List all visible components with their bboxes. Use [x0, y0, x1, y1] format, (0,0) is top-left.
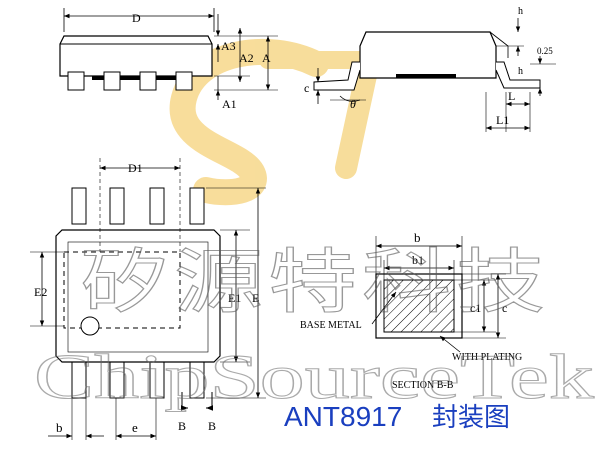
top-view-upper-leads — [71, 187, 205, 225]
dim-D1-label: D1 — [128, 161, 143, 175]
caption-suffix: 封装图 — [432, 403, 510, 433]
side-view-leads — [67, 71, 193, 91]
dim-E-label: E — [252, 291, 259, 305]
section-b1-label: b1 — [412, 253, 424, 267]
side-view-profile — [313, 18, 556, 132]
dim-L-label: L — [508, 89, 515, 103]
section-c1-label: c1 — [470, 301, 481, 315]
dim-b-label: b — [56, 420, 63, 435]
section-title: SECTION B-B — [392, 380, 454, 391]
section-bb — [371, 236, 506, 353]
with-plating-label: WITH PLATING — [452, 352, 522, 363]
section-marker-right: B — [208, 419, 216, 433]
dim-L1-label: L1 — [496, 113, 509, 127]
dim-A3-label: A3 — [221, 39, 236, 53]
watermark-latin: ChipSourceTek — [34, 341, 594, 412]
side-view-front — [59, 8, 278, 100]
dim-A2-label: A2 — [239, 51, 254, 65]
dim-E1-label: E1 — [228, 291, 241, 305]
dim-e-label: e — [132, 420, 138, 435]
section-marker-left: B — [178, 419, 186, 433]
dim-A-label: A — [262, 51, 271, 65]
dim-h-lower-label: h — [518, 66, 523, 77]
dim-h-upper-label: h — [518, 6, 523, 17]
dim-025-label: 0.25 — [537, 46, 553, 56]
watermark-chinese: 矽源特科技 — [80, 241, 550, 323]
dim-theta-label: θ — [350, 97, 356, 111]
dim-c-label: c — [304, 81, 309, 95]
top-view — [30, 158, 266, 440]
section-b-label: b — [414, 230, 421, 245]
dim-A1-label: A1 — [222, 97, 237, 111]
dim-E2-label: E2 — [34, 285, 47, 299]
dim-D-label: D — [132, 11, 141, 25]
caption-part-number: ANT8917 — [284, 401, 402, 432]
section-c-label: c — [502, 301, 507, 315]
base-metal-label: BASE METAL — [300, 320, 362, 331]
